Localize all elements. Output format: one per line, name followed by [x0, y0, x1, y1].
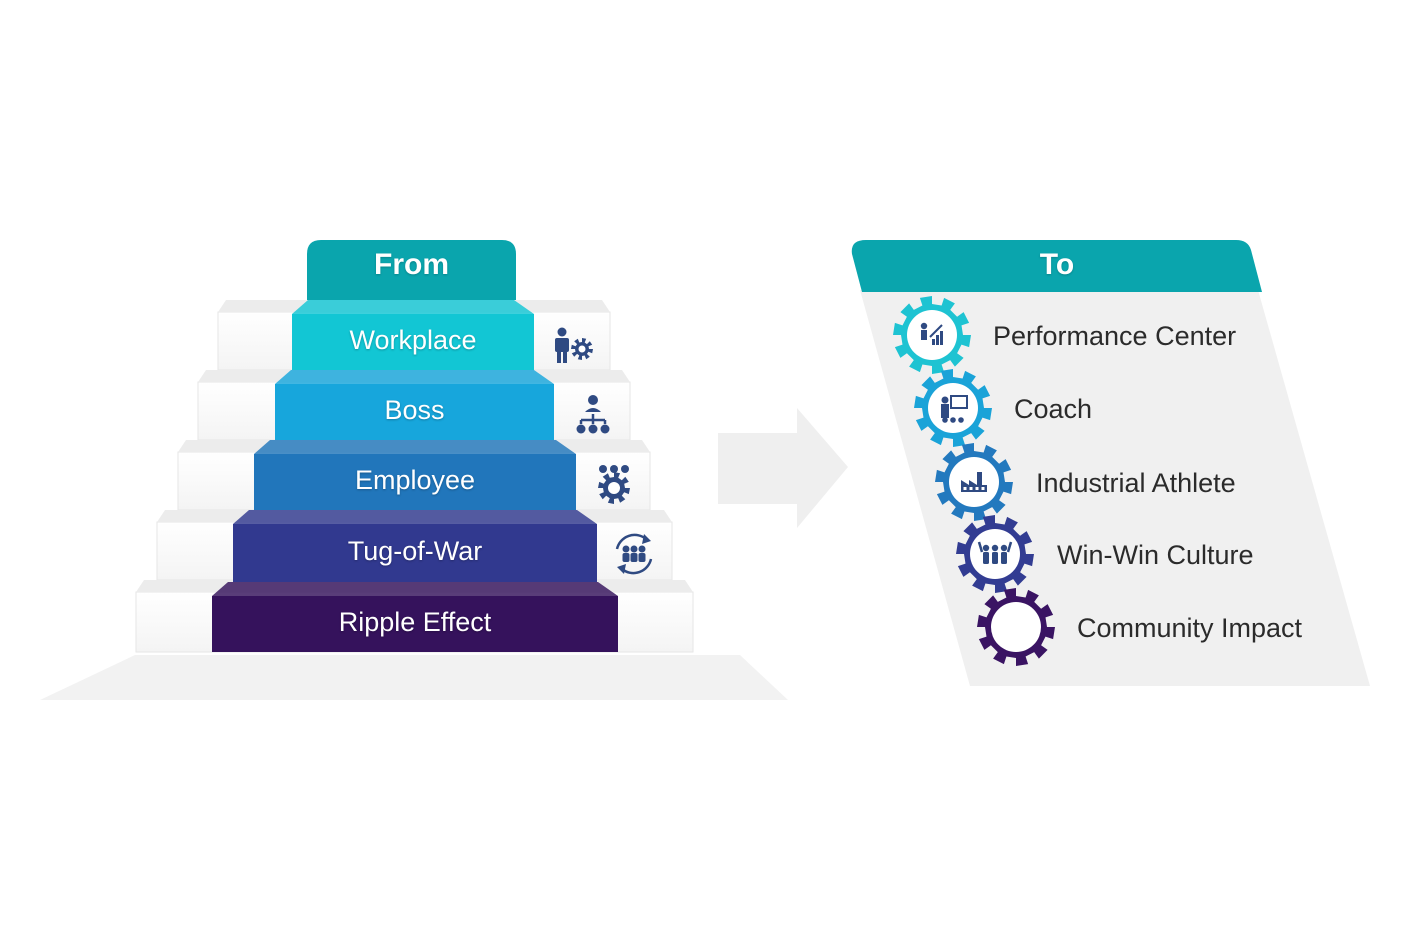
arrow-head — [642, 534, 651, 544]
bar — [936, 335, 939, 345]
person-body — [992, 552, 998, 564]
step-label-ripple-effect: Ripple Effect — [338, 606, 492, 637]
trend-line — [929, 324, 943, 338]
target-gear — [935, 443, 1013, 521]
person-body — [921, 330, 927, 340]
person-head — [622, 545, 630, 553]
target-label-coach: Coach — [1014, 393, 1093, 424]
target-label-industrial-athlete: Industrial Athlete — [1036, 467, 1236, 498]
person-head — [982, 544, 990, 552]
worker-gear-icon — [555, 327, 593, 363]
from-header-tab — [307, 240, 516, 300]
presenter-board-icon — [941, 395, 968, 423]
coach-body — [941, 404, 949, 418]
team-head — [610, 465, 618, 473]
growth-chart-icon — [920, 322, 943, 345]
person-body — [1001, 552, 1007, 564]
step-label-employee: Employee — [354, 464, 476, 495]
gear-center — [991, 602, 1041, 652]
person-head — [638, 545, 646, 553]
arrow-head — [617, 564, 626, 574]
step-band — [233, 524, 597, 582]
worker-leg — [563, 351, 567, 363]
worker-body — [555, 338, 569, 352]
person-head — [1000, 544, 1008, 552]
bar — [932, 339, 935, 345]
person-head — [630, 545, 638, 553]
audience-head — [942, 417, 948, 423]
step-band-top — [275, 370, 554, 384]
right-arrow-icon — [718, 408, 848, 528]
factory-window — [963, 487, 967, 490]
team-head — [599, 465, 607, 473]
to-header-label: To — [1039, 248, 1075, 281]
gear-hole — [608, 482, 620, 494]
boss-body — [585, 408, 601, 412]
step-label-boss: Boss — [384, 394, 445, 425]
factory-window — [975, 487, 979, 490]
step-band — [254, 454, 576, 510]
step-band-top — [233, 510, 597, 524]
step-band — [275, 384, 554, 440]
gear-center — [949, 457, 999, 507]
person-body — [622, 553, 630, 562]
step-band-top — [212, 582, 618, 596]
audience-head — [958, 417, 964, 423]
board — [950, 395, 968, 409]
step-label-workplace: Workplace — [349, 324, 477, 355]
person-head — [991, 544, 999, 552]
org-node — [588, 424, 598, 434]
person-head — [920, 322, 928, 330]
person-body — [630, 553, 638, 562]
cycle-arrow — [621, 558, 653, 575]
target-gear — [893, 296, 971, 374]
celebrating-team-icon — [977, 541, 1013, 564]
target-label-community-impact: Community Impact — [1077, 612, 1303, 643]
factory-window — [981, 487, 985, 490]
floor-platform — [40, 655, 788, 700]
factory-window — [969, 487, 973, 490]
to-panel — [860, 290, 1370, 686]
org-lines — [579, 414, 607, 424]
worker-leg — [557, 351, 561, 363]
org-node — [600, 424, 610, 434]
step-label-tug-of-war: Tug-of-War — [347, 535, 483, 566]
target-label-performance-center: Performance Center — [993, 320, 1237, 351]
step-band — [212, 596, 618, 652]
cycle-people-icon — [615, 533, 653, 575]
target-gear — [977, 588, 1055, 666]
from-header-label: From — [374, 248, 449, 281]
factory-icon — [961, 472, 987, 492]
target-gear — [914, 369, 992, 447]
worker-head — [557, 327, 567, 337]
bar — [940, 331, 943, 345]
person-body — [638, 553, 646, 562]
cycle-arrow — [615, 533, 647, 550]
org-hierarchy-icon — [576, 395, 610, 434]
raised-arm — [977, 541, 1013, 553]
coach-head — [941, 396, 949, 404]
audience-head — [950, 417, 956, 423]
step-band-top — [292, 300, 534, 314]
org-node — [576, 424, 586, 434]
step-band-top — [254, 440, 576, 454]
gear-hole — [578, 345, 586, 353]
step-band — [292, 314, 534, 370]
team-gear-icon — [598, 465, 630, 504]
team-head — [621, 465, 629, 473]
factory-building — [961, 472, 987, 492]
target-label-win-win-culture: Win-Win Culture — [1057, 539, 1254, 570]
person-body — [983, 552, 989, 564]
target-gear — [956, 515, 1034, 593]
boss-head — [588, 395, 598, 405]
to-header-tab — [851, 240, 1262, 292]
